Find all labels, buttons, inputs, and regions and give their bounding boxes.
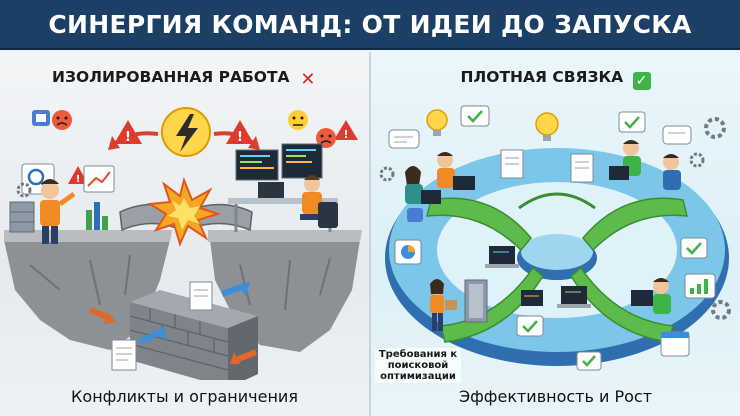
tight-coupling-panel: ПЛОТНАЯ СВЯЗКА ✓ <box>371 52 740 416</box>
pie-chart-icon <box>394 239 422 265</box>
document-icon <box>570 153 594 183</box>
gear-icon <box>689 152 705 168</box>
gear-icon <box>379 166 395 182</box>
check-mark-icon: ✓ <box>632 72 651 90</box>
bar-chart-icon <box>86 202 108 230</box>
gear-icon <box>711 300 731 320</box>
growth-chart-icon <box>684 273 716 299</box>
analytics-chart-icon <box>83 165 115 193</box>
developer-workstation <box>228 143 338 232</box>
svg-text:!: ! <box>125 130 131 145</box>
door-icon <box>464 279 488 323</box>
team-member-figure <box>405 166 441 204</box>
cross-mark-icon: ✕ <box>300 69 316 90</box>
conflict-arrowhead-right <box>248 136 260 150</box>
thumbs-down-icon <box>32 110 50 126</box>
tight-coupling-heading: ПЛОТНАЯ СВЯЗКА ✓ <box>371 68 740 90</box>
chat-bubble-icon <box>388 129 420 149</box>
chat-bubble-icon <box>662 125 692 145</box>
worried-face-icon <box>288 110 308 130</box>
seo-requirements-label: Требования к поисковой оптимизации <box>375 348 461 383</box>
check-card-icon <box>516 315 544 337</box>
warning-icon: ! <box>226 120 254 145</box>
calendar-icon <box>660 331 690 357</box>
file-cabinet-icon <box>9 201 35 233</box>
check-card-icon <box>680 237 708 259</box>
tight-coupling-heading-text: ПЛОТНАЯ СВЯЗКА <box>460 68 624 86</box>
isolated-work-heading: ИЗОЛИРОВАННАЯ РАБОТА ✕ <box>0 68 369 89</box>
angry-face-icon <box>316 128 336 148</box>
svg-text:!: ! <box>343 128 348 141</box>
laptop-icon <box>521 290 543 306</box>
blocked-arrowhead <box>238 282 250 296</box>
laptop-icon <box>557 286 591 308</box>
warning-icon: ! <box>334 120 358 141</box>
rejected-arrowhead <box>230 352 240 364</box>
tight-coupling-illustration <box>379 105 731 371</box>
check-card-icon <box>460 105 490 127</box>
lightbulb-icon <box>535 112 559 141</box>
explosion-icon <box>146 176 222 247</box>
team-member-figure <box>430 279 457 331</box>
title-banner: СИНЕРГИЯ КОМАНД: ОТ ИДЕИ ДО ЗАПУСКА <box>0 0 740 50</box>
marketer-figure <box>40 179 76 244</box>
gear-icon <box>16 182 32 198</box>
isolated-work-illustration: ! ! ! ! <box>4 107 362 380</box>
svg-text:!: ! <box>76 174 81 185</box>
team-member-figure <box>631 278 671 314</box>
lightning-bolt-icon <box>161 107 211 157</box>
document-icon <box>500 149 524 179</box>
rejected-arrowhead <box>104 312 116 324</box>
lightbulb-icon <box>426 109 448 136</box>
check-card-icon <box>618 111 646 133</box>
team-member-figure <box>663 154 681 190</box>
rejected-arrow <box>234 349 258 363</box>
team-member-figure <box>437 152 475 190</box>
blocked-arrowhead <box>154 326 166 340</box>
thumbs-up-icon <box>407 208 423 222</box>
team-member-figure <box>609 140 641 180</box>
laptop-icon <box>485 246 519 268</box>
warning-icon: ! <box>68 166 88 185</box>
warning-icon: ! <box>114 120 142 145</box>
document-icon <box>111 339 137 371</box>
panel-divider <box>369 52 371 416</box>
isolated-work-heading-text: ИЗОЛИРОВАННАЯ РАБОТА <box>52 68 290 86</box>
page-title: СИНЕРГИЯ КОМАНД: ОТ ИДЕИ ДО ЗАПУСКА <box>48 9 692 39</box>
svg-text:!: ! <box>237 130 243 145</box>
tight-coupling-caption: Эффективность и Рост <box>458 387 653 406</box>
document-icon <box>189 281 213 311</box>
isolated-work-panel: ИЗОЛИРОВАННАЯ РАБОТА ✕ <box>0 52 369 416</box>
gear-icon <box>704 117 726 139</box>
check-card-icon <box>576 351 602 371</box>
angry-face-icon <box>52 110 72 130</box>
conflict-arrowhead-left <box>108 136 120 150</box>
isolated-work-caption: Конфликты и ограничения <box>71 387 298 406</box>
